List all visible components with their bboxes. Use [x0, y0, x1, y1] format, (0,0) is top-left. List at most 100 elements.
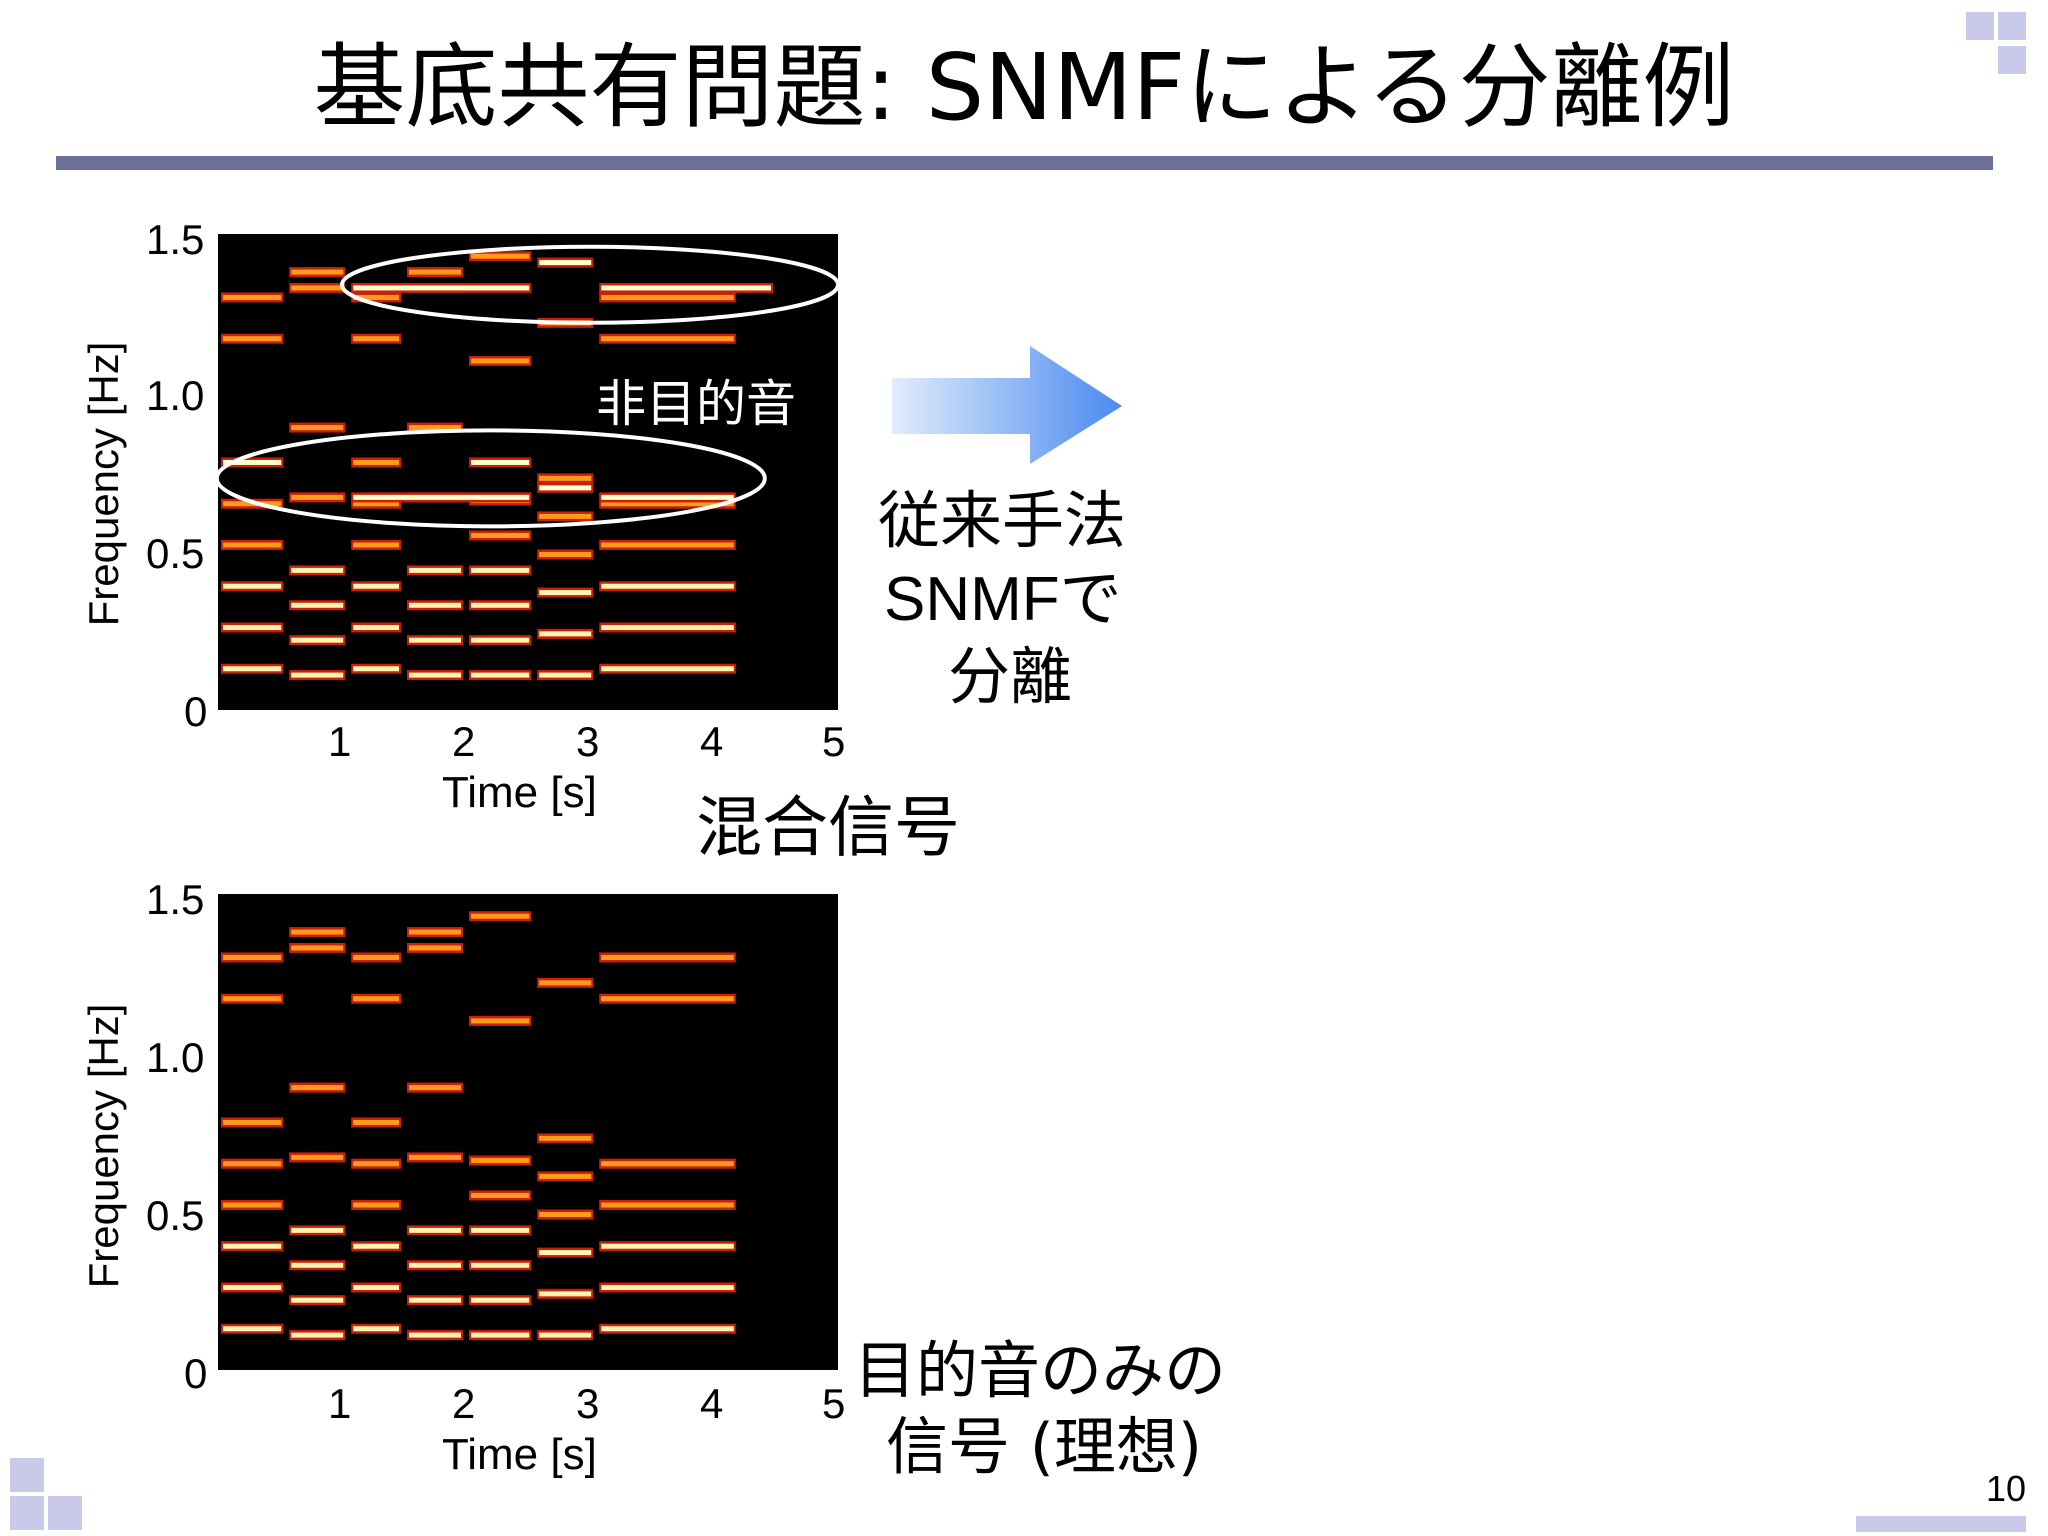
spectrogram-note: [353, 996, 399, 1002]
y-tick-label: 1.0: [146, 372, 205, 419]
spectrogram-note: [291, 567, 344, 573]
spectrogram-note: [471, 532, 530, 538]
y-tick-label: 0: [184, 688, 208, 735]
spectrogram-note: [409, 1085, 461, 1091]
x-tick-label: 2: [452, 1380, 476, 1427]
y-tick-label: 1.5: [146, 216, 205, 263]
spectrogram-note: [409, 567, 461, 573]
spectrogram-note: [409, 929, 461, 935]
method-text-line1: 従来手法: [878, 484, 1127, 557]
spectrogram-note: [601, 624, 734, 630]
method-text-line2: SNMFで: [884, 565, 1122, 634]
mixture-caption: 混合信号: [696, 789, 960, 866]
spectrogram-note: [291, 1262, 344, 1268]
spectrogram-note: [471, 1297, 530, 1303]
spectrogram-note: [353, 459, 399, 465]
spectrogram-note: [471, 913, 530, 919]
corner-square: [1966, 12, 1994, 40]
interferer-highlight-ellipse: [218, 428, 767, 529]
x-tick-label: 2: [452, 718, 476, 765]
spectrogram-note: [353, 1284, 399, 1290]
spectrogram-note: [409, 1262, 461, 1268]
spectrogram-note: [601, 501, 734, 507]
x-axis-label: Time [s]: [442, 768, 597, 817]
spectrogram-note: [471, 672, 530, 678]
x-tick-label: 4: [700, 1380, 724, 1427]
spectrogram-note: [291, 494, 344, 500]
interferer-highlight-ellipse: [340, 244, 838, 325]
spectrogram-note: [291, 929, 344, 935]
spectrogram-interferer-note: [353, 285, 530, 291]
corner-square: [48, 1496, 82, 1530]
spectrogram-note: [291, 1332, 344, 1338]
y-tick-label: 0: [184, 1350, 208, 1397]
footer-bar: [1856, 1516, 2026, 1532]
page-number: 10: [1985, 1468, 2026, 1509]
y-axis-label: Frequency [Hz]: [80, 341, 127, 627]
spectrogram-note: [601, 1284, 734, 1290]
target-caption-line1: 目的音のみの: [854, 1334, 1227, 1407]
spectrogram-note: [539, 672, 592, 678]
method-text-line3: 分離: [948, 640, 1073, 713]
spectrogram-note: [353, 1202, 399, 1208]
target-caption-line2: 信号 (理想): [886, 1410, 1203, 1483]
spectrogram-note: [539, 1212, 592, 1218]
spectrogram-note: [291, 602, 344, 608]
spectrogram-note: [353, 542, 399, 548]
y-tick-label: 0.5: [146, 530, 205, 577]
title-divider: [56, 156, 1993, 170]
x-tick-label: 1: [328, 718, 352, 765]
x-tick-label: 3: [576, 1380, 600, 1427]
spectrogram-note: [471, 1018, 530, 1024]
spectrogram-note: [291, 637, 344, 643]
spectrogram-note: [601, 1161, 734, 1167]
spectrogram-note: [353, 583, 399, 589]
axes-frame: [218, 894, 838, 1370]
spectrogram-note: [291, 1085, 344, 1091]
mixture-spectrogram: [218, 234, 838, 710]
spectrogram-note: [291, 945, 344, 951]
x-tick-label: 4: [700, 718, 724, 765]
spectrogram-note: [291, 1154, 344, 1160]
spectrogram-note: [601, 294, 734, 300]
spectrogram-note: [539, 1332, 592, 1338]
corner-square: [1998, 46, 2026, 74]
spectrogram-note: [471, 1262, 530, 1268]
target-spectrogram: [218, 894, 838, 1370]
spectrogram-note: [223, 996, 282, 1002]
spectrogram-interferer-note: [353, 494, 530, 500]
corner-square: [10, 1496, 44, 1530]
spectrogram-note: [409, 602, 461, 608]
spectrogram-note: [601, 336, 734, 342]
spectrogram-note: [353, 954, 399, 960]
non-target-annotation: 非目的音: [596, 375, 796, 433]
spectrogram-note: [223, 294, 282, 300]
y-tick-label: 1.5: [146, 876, 205, 923]
spectrogram-note: [471, 358, 530, 364]
spectrogram-note: [539, 552, 592, 558]
spectrogram-note: [601, 542, 734, 548]
spectrogram-note: [601, 1202, 734, 1208]
spectrogram-note: [291, 1227, 344, 1233]
spectrogram-note: [539, 1250, 592, 1256]
spectrogram-note: [291, 425, 344, 431]
slide-title: 基底共有問題: SNMFによる分離例: [313, 34, 1735, 141]
spectrogram-note: [353, 294, 399, 300]
spectrogram-note: [291, 672, 344, 678]
y-axis-label: Frequency [Hz]: [80, 1003, 127, 1289]
spectrogram-note: [223, 954, 282, 960]
spectrogram-note: [539, 590, 592, 596]
spectrogram-note: [223, 666, 282, 672]
spectrogram-note: [539, 980, 592, 986]
spectrogram-note: [601, 954, 734, 960]
spectrogram-note: [223, 624, 282, 630]
spectrogram-note: [471, 1192, 530, 1198]
corner-square: [10, 1458, 44, 1492]
spectrogram-note: [471, 567, 530, 573]
spectrogram-note: [353, 501, 399, 507]
spectrogram-interferer-note: [539, 485, 592, 491]
spectrogram-note: [471, 253, 530, 259]
spectrogram-note: [471, 1332, 530, 1338]
x-tick-label: 5: [822, 718, 846, 765]
spectrogram-note: [291, 269, 344, 275]
